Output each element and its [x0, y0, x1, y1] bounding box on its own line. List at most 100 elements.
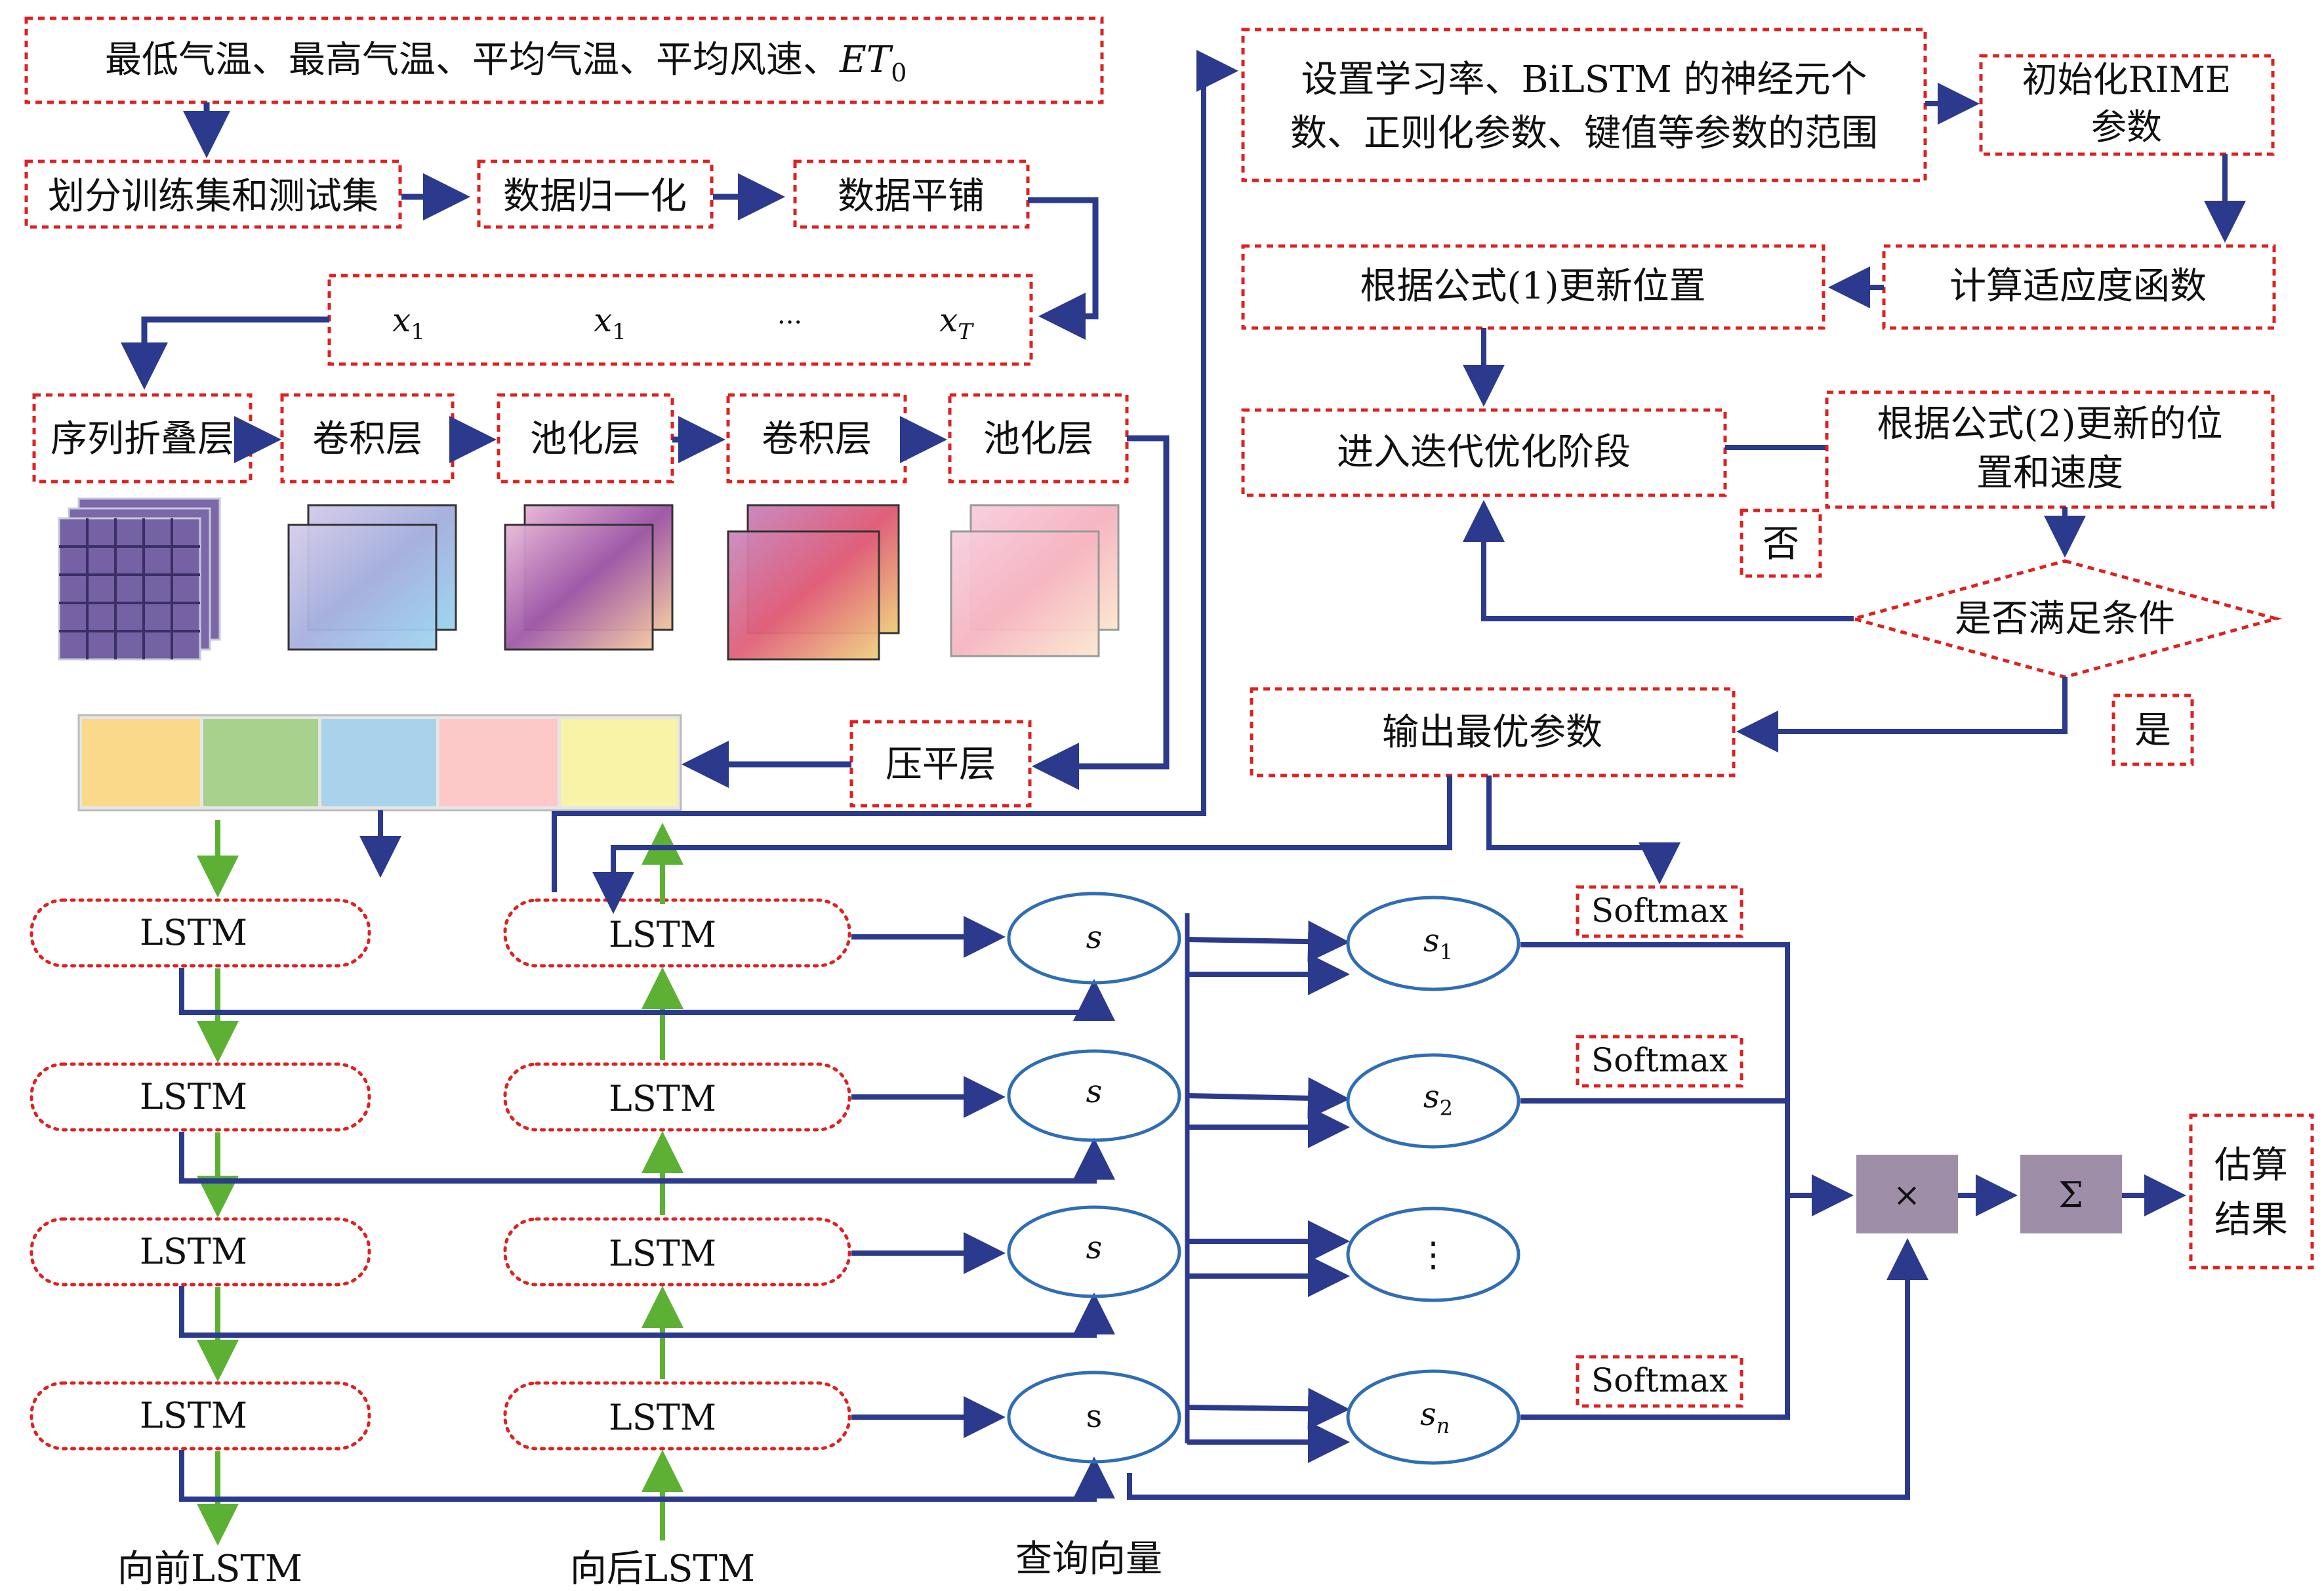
svg-text:卷积层: 卷积层 [762, 418, 872, 461]
split-dataset-box: 划分训练集和测试集 [24, 159, 402, 229]
forward-lstm-cell-3: LSTM [30, 1217, 371, 1287]
svg-text:最低气温、最高气温、平均气温、平均风速、ET0: 最低气温、最高气温、平均气温、平均风速、ET0 [105, 39, 907, 87]
svg-text:s1: s1 [1423, 922, 1453, 964]
backward-lstm-cell-2: LSTM [503, 1062, 851, 1132]
feature-cell-4 [439, 719, 558, 806]
svg-text:数、正则化参数、键值等参数的范围: 数、正则化参数、键值等参数的范围 [1290, 112, 1878, 155]
feature-cell-5 [561, 719, 678, 806]
softmax-box-3: Softmax [1576, 1355, 1743, 1408]
forward-lstm-column: LSTM LSTM LSTM LSTM [30, 898, 371, 1451]
svg-text:LSTM: LSTM [609, 1397, 716, 1438]
softmax-box-1: Softmax [1576, 885, 1743, 938]
svg-text:否: 否 [1763, 523, 1799, 566]
feature-cell-1 [82, 719, 200, 806]
svg-text:s2: s2 [1423, 1079, 1453, 1121]
arrow-condition-no-loop [1463, 500, 1854, 621]
output-node-dots: ⋮ [1346, 1207, 1520, 1302]
svg-text:估算: 估算 [2214, 1144, 2288, 1187]
svg-text:s: s [1086, 1073, 1103, 1110]
softmax-box-2: Softmax [1576, 1035, 1743, 1088]
s-node-4: s [1007, 1371, 1181, 1464]
pool2-feature-maps [950, 504, 1120, 657]
svg-text:s: s [1086, 1229, 1103, 1266]
forward-lstm-cell-4: LSTM [30, 1381, 371, 1451]
svg-text:数据归一化: 数据归一化 [503, 175, 687, 218]
svg-text:Softmax: Softmax [1591, 892, 1728, 930]
svg-text:Softmax: Softmax [1591, 1041, 1728, 1079]
conv2-box: 卷积层 [726, 393, 907, 484]
flattened-feature-strip [77, 714, 682, 812]
output-nodes: s1 s2 ⋮ sn [1346, 896, 1520, 1465]
forward-lstm-label: 向前LSTM [117, 1548, 302, 1590]
arrow-pool2-to-flatten [1032, 435, 1170, 790]
svg-text:Σ: Σ [2058, 1174, 2083, 1216]
s-node-1: s [1007, 892, 1181, 985]
init-rime-box: 初始化RIME 参数 [1979, 54, 2275, 156]
svg-text:池化层: 池化层 [983, 418, 1093, 461]
sequence-item-1: x1 [392, 301, 425, 345]
svg-text:s: s [1086, 919, 1103, 956]
svg-text:结果: 结果 [2214, 1199, 2288, 1241]
update-position-2-box: 根据公式(2)更新的位 置和速度 [1825, 390, 2275, 509]
s-nodes: s s s s [1007, 892, 1181, 1464]
svg-text:⋮: ⋮ [1416, 1235, 1450, 1275]
svg-text:数据平铺: 数据平铺 [838, 175, 985, 218]
svg-text:初始化RIME: 初始化RIME [2022, 59, 2232, 100]
condition-diamond: 是否满足条件 [1847, 559, 2283, 679]
svg-text:卷积层: 卷积层 [312, 418, 422, 461]
svg-text:是否满足条件: 是否满足条件 [1955, 598, 2175, 640]
svg-text:根据公式(1)更新位置: 根据公式(1)更新位置 [1360, 265, 1705, 308]
sequence-ellipsis: ··· [777, 308, 802, 338]
s-node-3: s [1007, 1205, 1181, 1298]
flatten-box: 压平层 [849, 720, 1032, 808]
svg-text:压平层: 压平层 [886, 743, 996, 786]
sequence-item-2: x1 [594, 301, 626, 345]
svg-text:Softmax: Softmax [1591, 1361, 1728, 1399]
svg-text:LSTM: LSTM [140, 1395, 247, 1436]
arrow-output-to-softmax [1486, 775, 1681, 884]
outputs-to-multiply-lines [1127, 942, 1928, 1500]
feature-cell-3 [321, 719, 436, 806]
svg-text:池化层: 池化层 [530, 418, 640, 461]
svg-text:参数: 参数 [2091, 106, 2162, 148]
forward-lstm-cell-1: LSTM [30, 898, 371, 968]
multiply-box: × [1856, 1155, 1958, 1233]
svg-text:LSTM: LSTM [609, 1233, 716, 1274]
arrow-tile-to-sequence [1028, 197, 1099, 340]
output-node-s2: s2 [1346, 1053, 1520, 1149]
yes-label-box: 是 [2111, 693, 2194, 766]
bus-to-output-arrows [1187, 920, 1350, 1463]
input-grid-illustration [58, 497, 221, 661]
update-position-1-box: 根据公式(1)更新位置 [1241, 244, 1825, 330]
svg-text:设置学习率、BiLSTM 的神经元个: 设置学习率、BiLSTM 的神经元个 [1301, 58, 1867, 101]
conv1-box: 卷积层 [280, 393, 455, 484]
set-range-box: 设置学习率、BiLSTM 的神经元个 数、正则化参数、键值等参数的范围 [1241, 28, 1927, 182]
fitness-box: 计算适应度函数 [1882, 244, 2276, 330]
feature-cell-2 [203, 719, 318, 806]
forward-to-s-arrows [179, 968, 1115, 1502]
backward-lstm-cell-3: LSTM [503, 1217, 851, 1287]
svg-text:划分训练集和测试集: 划分训练集和测试集 [48, 175, 378, 218]
sequence-box: x1 x1 ··· xT [327, 274, 1033, 366]
svg-text:×: × [1893, 1176, 1921, 1214]
pool1-box: 池化层 [497, 393, 674, 484]
svg-text:LSTM: LSTM [609, 914, 716, 955]
conv2-feature-maps [727, 504, 900, 661]
backward-lstm-cell-1: LSTM [503, 898, 851, 968]
output-optimal-params-box: 输出最优参数 [1250, 687, 1736, 777]
arrow-backward-to-set-range [552, 50, 1238, 892]
svg-text:计算适应度函数: 计算适应度函数 [1949, 265, 2207, 308]
svg-text:sn: sn [1420, 1396, 1450, 1438]
enter-iteration-box: 进入迭代优化阶段 [1241, 408, 1727, 497]
svg-text:LSTM: LSTM [140, 1076, 247, 1117]
sequence-fold-box: 序列折叠层 [32, 393, 253, 484]
sum-box: Σ [2020, 1155, 2122, 1233]
no-label-box: 否 [1740, 508, 1822, 578]
forward-lstm-cell-2: LSTM [30, 1062, 371, 1132]
svg-text:LSTM: LSTM [609, 1078, 716, 1119]
svg-text:输出最优参数: 输出最优参数 [1382, 711, 1602, 754]
s-node-2: s [1007, 1049, 1181, 1142]
svg-text:LSTM: LSTM [140, 912, 247, 953]
svg-text:进入迭代优化阶段: 进入迭代优化阶段 [1337, 431, 1631, 474]
estimate-result-box: 估算 结果 [2189, 1113, 2314, 1270]
